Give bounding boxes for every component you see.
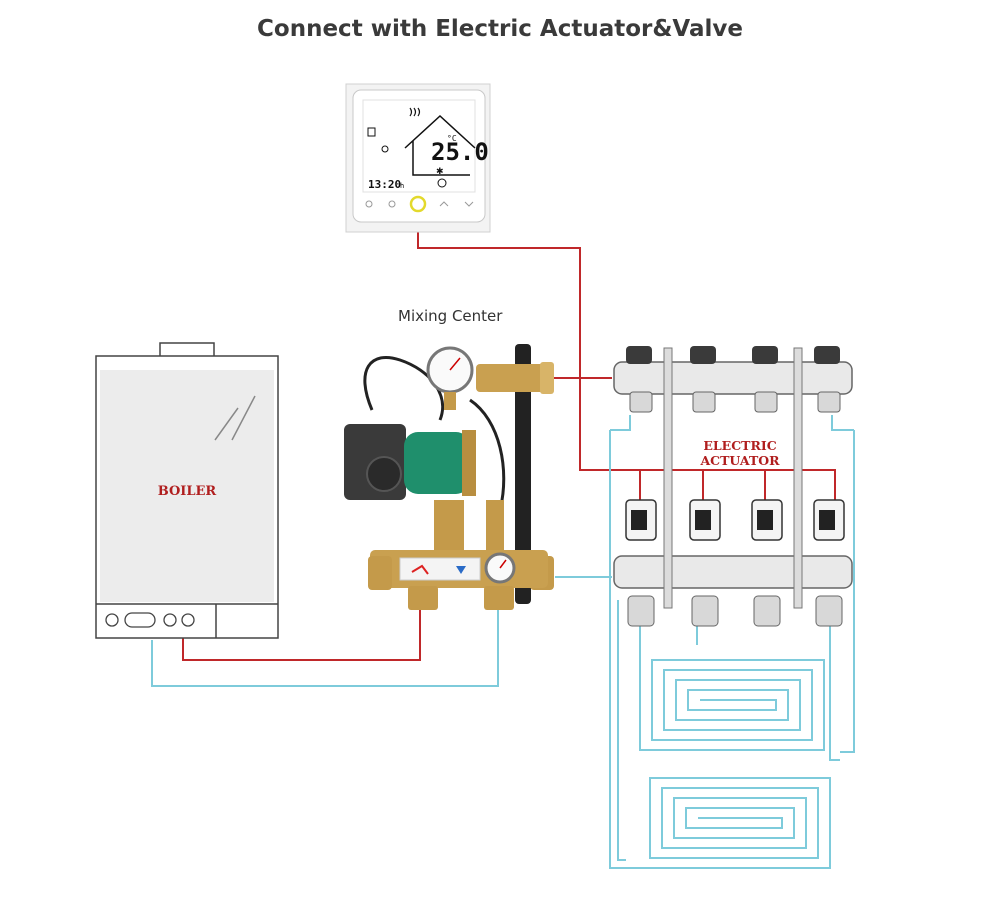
electric-actuators <box>625 499 845 541</box>
electric-actuator-label-line1: ELECTRIC <box>703 438 777 453</box>
mode-icon <box>381 145 389 153</box>
clock-suffix: h <box>400 182 404 190</box>
clock-readout: 13:20 <box>368 178 401 191</box>
temperature-readout: 25.0 <box>431 138 489 166</box>
down-button[interactable] <box>464 201 474 207</box>
up-button[interactable] <box>439 201 449 207</box>
thermostat-device: 25.0 °C 13:20 h ✱ <box>345 83 491 233</box>
electric-actuator-label: ELECTRIC ACTUATOR <box>676 438 804 468</box>
supply-pipe <box>182 377 612 661</box>
boiler-unit <box>95 342 279 639</box>
thermostat-wire <box>417 232 836 510</box>
heat-wave-icon <box>409 107 421 117</box>
lock-icon <box>367 127 376 137</box>
return-pipe <box>151 576 612 687</box>
temperature-unit: °C <box>447 134 457 143</box>
snowflake-icon: ✱ <box>436 166 444 176</box>
clock-button[interactable] <box>388 200 396 208</box>
floor-heating-loop-lower <box>609 430 831 869</box>
menu-button[interactable] <box>365 200 373 208</box>
floor-heating-loop-upper <box>639 430 855 761</box>
power-button[interactable] <box>409 195 427 213</box>
electric-actuator-label-line2: ACTUATOR <box>700 453 780 468</box>
clock-icon <box>437 178 447 188</box>
boiler-label: BOILER <box>157 484 217 499</box>
manifold <box>613 346 853 627</box>
diagram-title: Connect with Electric Actuator&Valve <box>257 16 743 42</box>
mixing-center <box>344 344 554 610</box>
mixing-center-label: Mixing Center <box>398 307 503 325</box>
